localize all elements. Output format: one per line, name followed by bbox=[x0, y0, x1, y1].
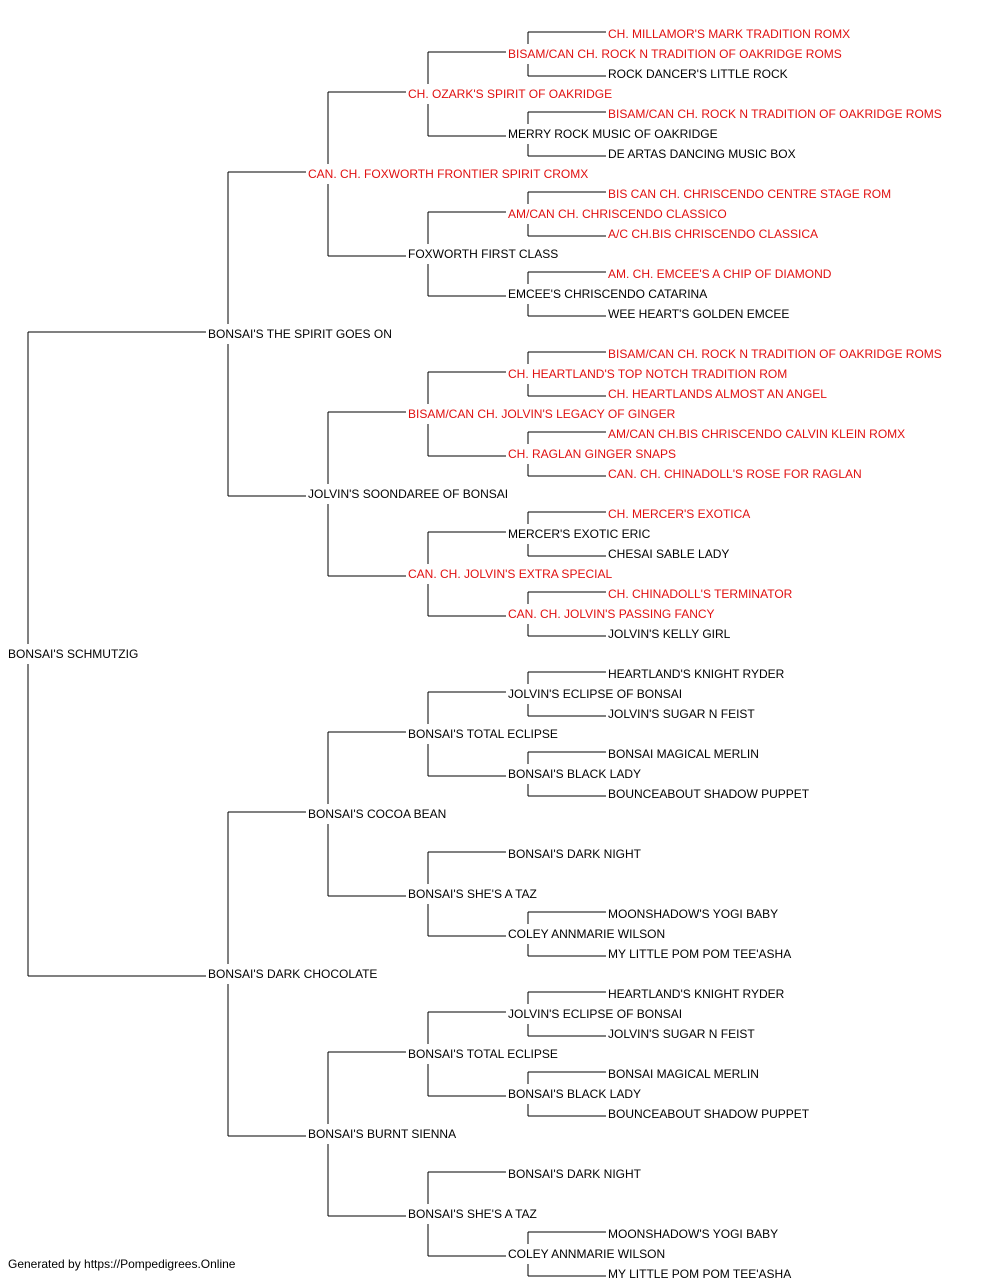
pedigree-entry: BONSAI MAGICAL MERLIN bbox=[608, 1067, 759, 1081]
pedigree-entry: JOLVIN'S ECLIPSE OF BONSAI bbox=[508, 687, 682, 701]
pedigree-entry: CHESAI SABLE LADY bbox=[608, 547, 729, 561]
pedigree-entry: COLEY ANNMARIE WILSON bbox=[508, 1247, 665, 1261]
pedigree-entry: CAN. CH. FOXWORTH FRONTIER SPIRIT CROMX bbox=[308, 167, 588, 181]
pedigree-entry: BONSAI'S DARK NIGHT bbox=[508, 847, 642, 861]
pedigree-entry: CH. HEARTLANDS ALMOST AN ANGEL bbox=[608, 387, 827, 401]
pedigree-entry: BIS CAN CH. CHRISCENDO CENTRE STAGE ROM bbox=[608, 187, 891, 201]
pedigree-entry: JOLVIN'S SOONDAREE OF BONSAI bbox=[308, 487, 508, 501]
pedigree-entry: HEARTLAND'S KNIGHT RYDER bbox=[608, 667, 785, 681]
pedigree-entry: BISAM/CAN CH. ROCK N TRADITION OF OAKRID… bbox=[508, 47, 842, 61]
pedigree-entry: BONSAI'S BLACK LADY bbox=[508, 767, 641, 781]
pedigree-entry: BONSAI'S COCOA BEAN bbox=[308, 807, 446, 821]
pedigree-entry: MOONSHADOW'S YOGI BABY bbox=[608, 1227, 778, 1241]
pedigree-entry: MY LITTLE POM POM TEE'ASHA bbox=[608, 947, 791, 961]
pedigree-entry: EMCEE'S CHRISCENDO CATARINA bbox=[508, 287, 707, 301]
pedigree-entry: JOLVIN'S SUGAR N FEIST bbox=[608, 707, 755, 721]
pedigree-entry: FOXWORTH FIRST CLASS bbox=[408, 247, 558, 261]
pedigree-entry: BONSAI'S TOTAL ECLIPSE bbox=[408, 1047, 558, 1061]
pedigree-entry: AM/CAN CH. CHRISCENDO CLASSICO bbox=[508, 207, 727, 221]
pedigree-entry: CAN. CH. JOLVIN'S PASSING FANCY bbox=[508, 607, 715, 621]
pedigree-entry: MERCER'S EXOTIC ERIC bbox=[508, 527, 651, 541]
pedigree-entry: CH. RAGLAN GINGER SNAPS bbox=[508, 447, 676, 461]
pedigree-entry: BOUNCEABOUT SHADOW PUPPET bbox=[608, 787, 810, 801]
pedigree-entry: BONSAI'S SHE'S A TAZ bbox=[408, 1207, 537, 1221]
footer-credit: Generated by https://Pompedigrees.Online bbox=[8, 1257, 236, 1271]
pedigree-entry: HEARTLAND'S KNIGHT RYDER bbox=[608, 987, 785, 1001]
pedigree-entry: JOLVIN'S KELLY GIRL bbox=[608, 627, 731, 641]
pedigree-entry: BONSAI MAGICAL MERLIN bbox=[608, 747, 759, 761]
pedigree-entry: WEE HEART'S GOLDEN EMCEE bbox=[608, 307, 789, 321]
pedigree-entry: JOLVIN'S SUGAR N FEIST bbox=[608, 1027, 755, 1041]
pedigree-entry: BONSAI'S SCHMUTZIG bbox=[8, 647, 138, 661]
pedigree-entry: CH. HEARTLAND'S TOP NOTCH TRADITION ROM bbox=[508, 367, 787, 381]
pedigree-entry: COLEY ANNMARIE WILSON bbox=[508, 927, 665, 941]
pedigree-entry: CH. MERCER'S EXOTICA bbox=[608, 507, 750, 521]
pedigree-entry: ROCK DANCER'S LITTLE ROCK bbox=[608, 67, 788, 81]
pedigree-entry: CH. MILLAMOR'S MARK TRADITION ROMX bbox=[608, 27, 850, 41]
pedigree-entry: CH. CHINADOLL'S TERMINATOR bbox=[608, 587, 793, 601]
pedigree-entry: BONSAI'S BURNT SIENNA bbox=[308, 1127, 456, 1141]
pedigree-entry: BONSAI'S DARK CHOCOLATE bbox=[208, 967, 377, 981]
pedigree-entry: BISAM/CAN CH. ROCK N TRADITION OF OAKRID… bbox=[608, 347, 942, 361]
pedigree-entry: DE ARTAS DANCING MUSIC BOX bbox=[608, 147, 796, 161]
pedigree-entry: BONSAI'S BLACK LADY bbox=[508, 1087, 641, 1101]
pedigree-entry: CAN. CH. CHINADOLL'S ROSE FOR RAGLAN bbox=[608, 467, 862, 481]
pedigree-entry: BISAM/CAN CH. ROCK N TRADITION OF OAKRID… bbox=[608, 107, 942, 121]
pedigree-entry: MOONSHADOW'S YOGI BABY bbox=[608, 907, 778, 921]
pedigree-entry: BOUNCEABOUT SHADOW PUPPET bbox=[608, 1107, 810, 1121]
pedigree-entry: BONSAI'S DARK NIGHT bbox=[508, 1167, 642, 1181]
pedigree-entry: BONSAI'S TOTAL ECLIPSE bbox=[408, 727, 558, 741]
pedigree-entry: CAN. CH. JOLVIN'S EXTRA SPECIAL bbox=[408, 567, 612, 581]
pedigree-entry: BONSAI'S THE SPIRIT GOES ON bbox=[208, 327, 392, 341]
pedigree-entry: BONSAI'S SHE'S A TAZ bbox=[408, 887, 537, 901]
pedigree-entry: AM/CAN CH.BIS CHRISCENDO CALVIN KLEIN RO… bbox=[608, 427, 905, 441]
pedigree-entry: MERRY ROCK MUSIC OF OAKRIDGE bbox=[508, 127, 718, 141]
pedigree-entry: MY LITTLE POM POM TEE'ASHA bbox=[608, 1267, 791, 1280]
pedigree-entry: A/C CH.BIS CHRISCENDO CLASSICA bbox=[608, 227, 818, 241]
pedigree-entry: JOLVIN'S ECLIPSE OF BONSAI bbox=[508, 1007, 682, 1021]
pedigree-entry: AM. CH. EMCEE'S A CHIP OF DIAMOND bbox=[608, 267, 832, 281]
pedigree-entry: CH. OZARK'S SPIRIT OF OAKRIDGE bbox=[408, 87, 612, 101]
pedigree-entry: BISAM/CAN CH. JOLVIN'S LEGACY OF GINGER bbox=[408, 407, 676, 421]
